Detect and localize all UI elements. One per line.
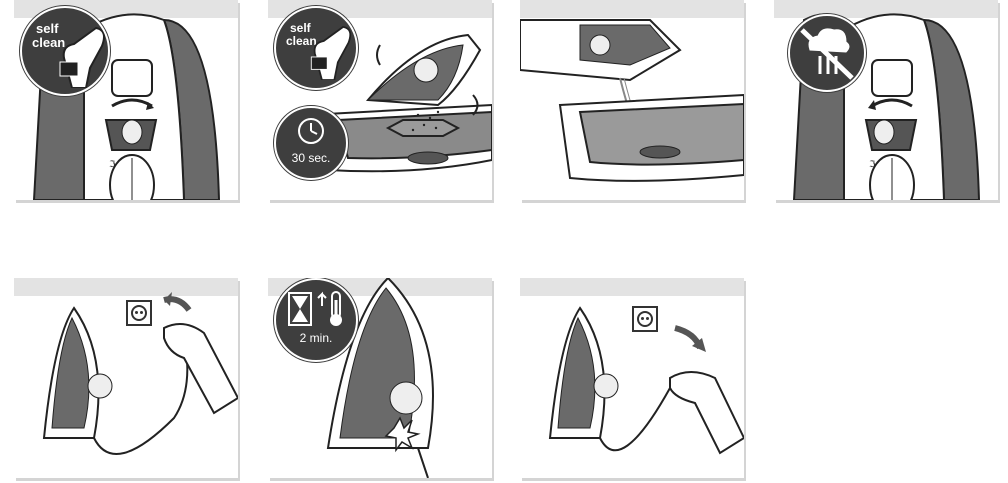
hourglass-icon (288, 292, 312, 326)
step-panel-2: self clean 30 sec. (268, 0, 492, 200)
socket-holes (131, 305, 147, 321)
self-clean-badge: self clean (20, 6, 110, 96)
wall-socket-icon (126, 300, 152, 326)
no-steam-badge (788, 14, 866, 92)
step-panel-5 (14, 278, 238, 478)
step-panel-6: 2 min. (268, 278, 492, 478)
socket-holes (637, 311, 653, 327)
timer-label: 2 min. (280, 332, 352, 344)
clock-icon (296, 116, 326, 146)
cooldown-badge: 2 min. (274, 278, 358, 362)
finger-press-icon (52, 18, 108, 88)
finger-press-icon (304, 18, 354, 80)
step-panel-1: ℑ··· ▾ ▸ ≈ self clean (14, 0, 238, 200)
timer-badge: 30 sec. (274, 106, 348, 180)
no-steam-icon (790, 16, 864, 90)
self-clean-badge: self clean (274, 6, 358, 90)
step-panel-7 (520, 278, 744, 478)
step-panel-3 (520, 0, 744, 200)
thermometer-up-icon (316, 290, 346, 328)
empty-reservoir-illustration (520, 0, 744, 200)
timer-label: 30 sec. (280, 152, 342, 164)
wall-socket-icon (632, 306, 658, 332)
step-panel-4: ℑ··· ▾ ▸ ≈ (774, 0, 998, 200)
